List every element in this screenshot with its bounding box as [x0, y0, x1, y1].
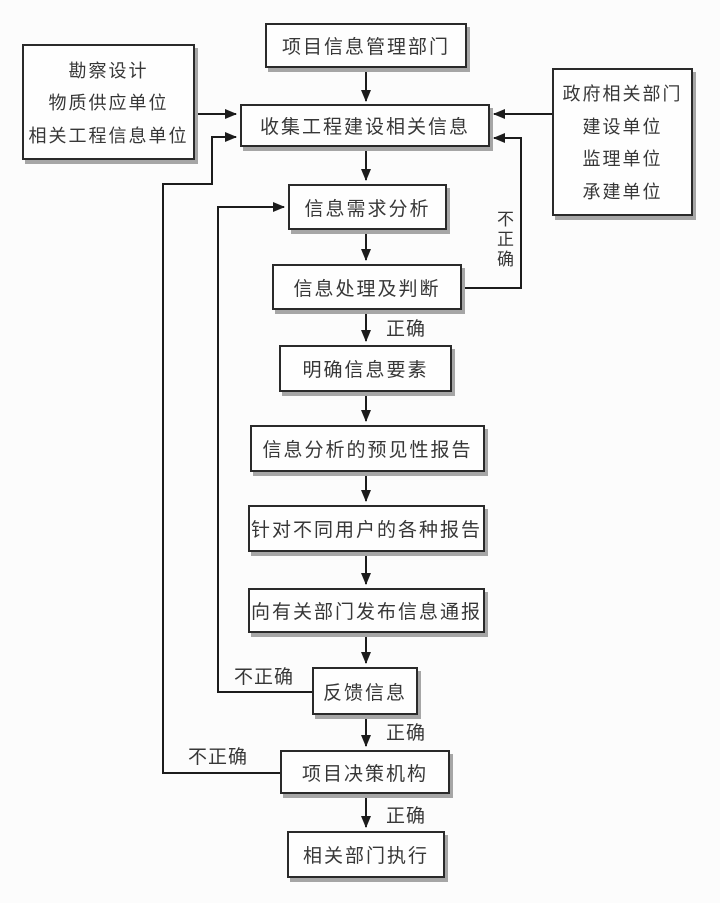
node-publish-notice: 向有关部门发布信息通报: [248, 588, 485, 633]
connector-decision-collect-incorrect: [162, 132, 280, 774]
left-source-line-material-supply: 物质供应单位: [48, 93, 169, 113]
edge-label-decision-correct: 正确: [386, 806, 427, 827]
node-forecast-report: 信息分析的预见性报告: [250, 425, 485, 472]
edge-label-processing-correct: 正确: [386, 319, 427, 340]
right-source-line-government: 政府相关部门: [562, 84, 683, 105]
node-demand-analysis: 信息需求分析: [288, 184, 447, 230]
edge-label-feedback-incorrect: 不正确: [234, 667, 295, 688]
node-collect-info: 收集工程建设相关信息: [240, 104, 490, 147]
connector-feedback-demand-incorrect: [217, 202, 312, 693]
edge-label-processing-incorrect: 不正确: [494, 210, 513, 270]
node-clarify-elements: 明确信息要素: [279, 345, 452, 392]
node-feedback-info: 反馈信息: [312, 667, 418, 715]
edge-label-feedback-correct: 正确: [386, 723, 427, 744]
node-decision-body: 项目决策机构: [280, 750, 450, 794]
node-right-source-units: 政府相关部门 建设单位 监理单位 承建单位: [552, 68, 693, 216]
node-left-source-units: 勘察设计 物质供应单位 相关工程信息单位: [22, 44, 195, 160]
left-source-line-related-info-units: 相关工程信息单位: [28, 125, 189, 146]
connector-processing-collect-incorrect: [462, 133, 522, 289]
node-processing-judgment: 信息处理及判断: [272, 264, 462, 310]
node-user-reports: 针对不同用户的各种报告: [248, 505, 485, 552]
node-execution: 相关部门执行: [287, 831, 445, 878]
right-source-line-supervision: 监理单位: [582, 149, 663, 170]
edge-label-decision-incorrect: 不正确: [188, 747, 249, 768]
right-source-line-construction: 建设单位: [582, 116, 663, 137]
left-source-line-survey-design: 勘察设计: [68, 60, 149, 81]
right-source-line-contractor: 承建单位: [582, 181, 663, 202]
node-project-info-dept: 项目信息管理部门: [265, 23, 467, 68]
